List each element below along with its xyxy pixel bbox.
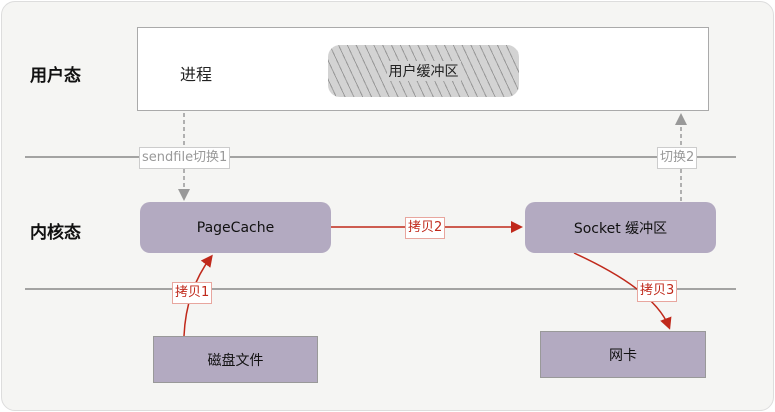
kernel-space-label: 内核态 (30, 223, 81, 243)
copy1-label: 拷贝1 (172, 282, 213, 304)
user-buffer: 用户缓冲区 (328, 45, 519, 97)
nic-box: 网卡 (540, 331, 706, 378)
socket-buffer-box: Socket 缓冲区 (525, 202, 716, 253)
switch2-label: 切换2 (657, 147, 698, 169)
disk-file-box: 磁盘文件 (153, 336, 318, 383)
user-buffer-label: 用户缓冲区 (386, 61, 461, 81)
user-space-label: 用户态 (30, 66, 81, 86)
copy3-label: 拷贝3 (637, 280, 678, 302)
process-label: 进程 (180, 65, 213, 84)
copy2-label: 拷贝2 (405, 217, 446, 239)
switch1-label: sendfile切换1 (139, 147, 231, 169)
page-cache-box: PageCache (140, 202, 331, 253)
